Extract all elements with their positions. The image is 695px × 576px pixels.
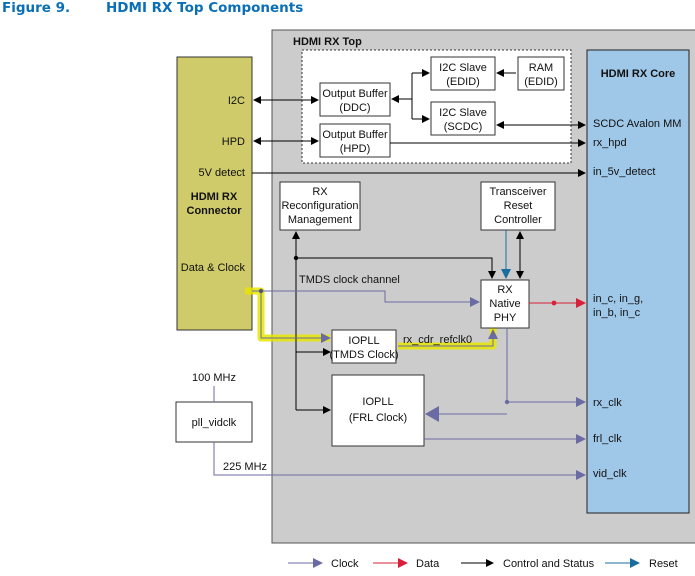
figure-number: Figure 9. [2, 0, 71, 16]
ram-edid: RAM (EDID) [517, 56, 565, 91]
iopll-tmds-clock: IOPLL (TMDS Clock) [329, 329, 399, 364]
junction-dot [551, 300, 557, 306]
svg-text:RX: RX [497, 284, 513, 296]
svg-text:Reconfiguration: Reconfiguration [281, 200, 358, 212]
connector-port-data-clock: Data & Clock [181, 262, 246, 274]
svg-text:(TMDS Clock): (TMDS Clock) [329, 349, 398, 361]
junction-dot [293, 255, 299, 261]
pll-vidclk: pll_vidclk [175, 401, 253, 443]
transceiver-reset-controller: Transceiver Reset Controller [480, 181, 556, 231]
port-rx-clk: rx_clk [593, 397, 622, 409]
connector-port-5v-detect: 5V detect [199, 167, 245, 179]
port-rx-hpd: rx_hpd [593, 137, 627, 149]
rx-native-phy: RX Native PHY [480, 279, 530, 329]
svg-text:(HPD): (HPD) [340, 143, 371, 155]
svg-text:Transceiver: Transceiver [489, 186, 546, 198]
i2c-slave-edid: I2C Slave (EDID) [430, 56, 496, 91]
svg-text:Output Buffer: Output Buffer [322, 129, 388, 141]
tmds-clock-channel-line [261, 290, 480, 307]
connector-title-1: HDMI RX [191, 191, 238, 203]
figure-caption: Figure 9. HDMI RX Top Components [2, 0, 303, 16]
svg-text:(EDID): (EDID) [524, 76, 558, 88]
svg-text:PHY: PHY [494, 312, 517, 324]
junction-dot [504, 399, 510, 405]
svg-text:Data: Data [416, 558, 440, 570]
legend-item-reset: Reset [605, 558, 678, 570]
junction-dot [258, 288, 264, 294]
svg-text:(DDC): (DDC) [339, 102, 370, 114]
svg-text:RX: RX [312, 186, 328, 198]
hdmi-rx-connector-block: I2C HPD 5V detect HDMI RX Connector Data… [176, 56, 253, 331]
hdmi-rx-top-label: HDMI RX Top [293, 36, 362, 48]
hdmi-rx-core-block: HDMI RX Core SCDC Avalon MM rx_hpd in_5v… [586, 49, 690, 514]
svg-text:Control and Status: Control and Status [503, 558, 595, 570]
core-title: HDMI RX Core [601, 68, 676, 80]
legend-item-clock: Clock [288, 558, 359, 570]
freq-225mhz-label: 225 MHz [223, 461, 267, 473]
port-data-line1: in_c, in_g, [593, 293, 643, 305]
svg-text:Clock: Clock [331, 558, 359, 570]
control-lines [252, 69, 586, 414]
svg-text:RAM: RAM [529, 62, 553, 74]
port-scdc-avalon-mm: SCDC Avalon MM [593, 118, 681, 130]
freq-100mhz-label: 100 MHz [192, 372, 236, 384]
connector-title-2: Connector [187, 205, 243, 217]
svg-text:IOPLL: IOPLL [362, 396, 393, 408]
legend-item-control-status: Control and Status [461, 558, 595, 570]
port-frl-clk: frl_clk [593, 433, 622, 445]
svg-text:I2C Slave: I2C Slave [439, 62, 487, 74]
svg-text:Reset: Reset [504, 200, 533, 212]
i2c-slave-scdc: I2C Slave (SCDC) [430, 101, 496, 136]
svg-text:IOPLL: IOPLL [348, 335, 379, 347]
svg-text:Management: Management [288, 214, 352, 226]
svg-text:(SCDC): (SCDC) [444, 121, 483, 133]
svg-text:I2C Slave: I2C Slave [439, 107, 487, 119]
port-in-5v-detect: in_5v_detect [593, 166, 655, 178]
svg-text:Reset: Reset [649, 558, 678, 570]
svg-text:Output Buffer: Output Buffer [322, 88, 388, 100]
svg-text:Native: Native [489, 298, 520, 310]
output-buffer-hpd: Output Buffer (HPD) [319, 123, 391, 158]
figure-title: HDMI RX Top Components [106, 0, 304, 16]
svg-text:pll_vidclk: pll_vidclk [192, 417, 237, 429]
rx-cdr-refclk0-label: rx_cdr_refclk0 [403, 334, 472, 346]
connector-port-i2c: I2C [228, 95, 245, 107]
legend: Clock Data Control and Status Reset [288, 558, 678, 570]
legend-item-data: Data [373, 558, 440, 570]
vid-clk-line [213, 442, 586, 480]
svg-text:(EDID): (EDID) [446, 76, 480, 88]
port-data-line2: in_b, in_c [593, 307, 641, 319]
tmds-clock-channel-label: TMDS clock channel [299, 274, 400, 286]
svg-text:(FRL Clock): (FRL Clock) [349, 412, 407, 424]
rx-reconfiguration-management: RX Reconfiguration Management [279, 181, 361, 231]
iopll-frl-clock: IOPLL (FRL Clock) [331, 374, 425, 447]
rx-cdr-refclk0-line [398, 329, 498, 347]
svg-text:Controller: Controller [494, 214, 542, 226]
connector-port-hpd: HPD [222, 136, 245, 148]
output-buffer-ddc: Output Buffer (DDC) [319, 82, 391, 117]
port-vid-clk: vid_clk [593, 468, 627, 480]
